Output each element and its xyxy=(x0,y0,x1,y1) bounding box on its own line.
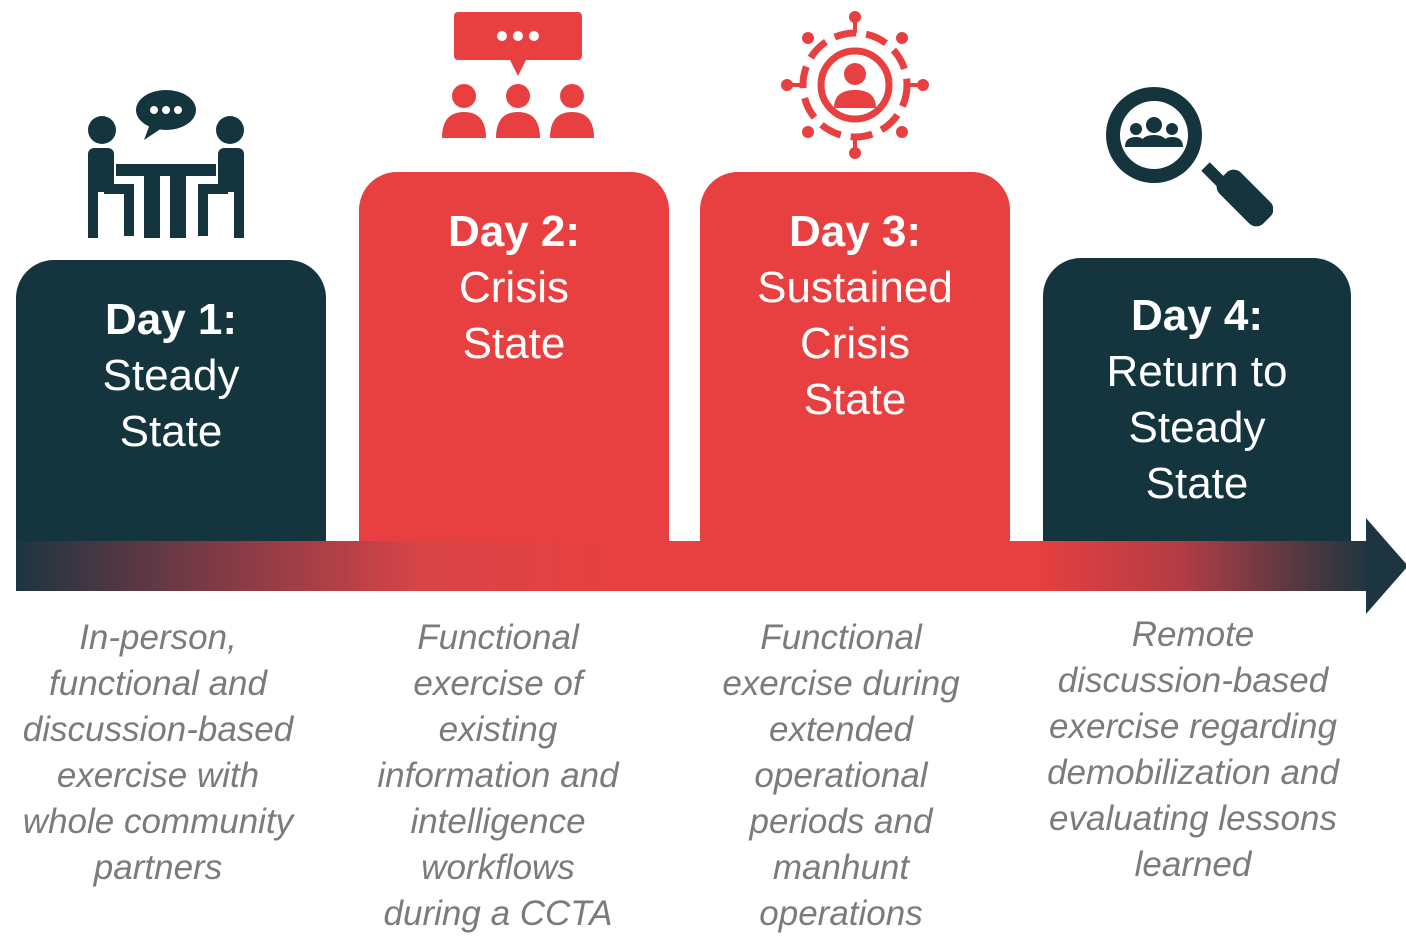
day-2-description: Functional exercise of existing informat… xyxy=(377,618,619,933)
day-3-card: Day 3: Sustained Crisis State xyxy=(700,172,1010,550)
day-4-description: Remote discussion-based exercise regardi… xyxy=(1047,615,1339,884)
day-3-description: Functional exercise during extended oper… xyxy=(722,618,960,933)
timeline-bar xyxy=(16,541,1371,591)
day-3-label: Day 3: xyxy=(788,207,922,256)
day-1-state: Steady State xyxy=(102,351,240,456)
audience-chat-icon xyxy=(442,12,594,138)
day-4-card: Day 4: Return to Steady State xyxy=(1043,258,1351,550)
day-2-card: Day 2: Crisis State xyxy=(359,172,669,550)
day-1-card: Day 1: Steady State xyxy=(16,260,326,550)
day-4-state: Return to Steady State xyxy=(1106,347,1288,508)
timeline-arrowhead xyxy=(1366,518,1406,614)
day-2-label: Day 2: xyxy=(447,207,581,256)
day-3-state: Sustained Crisis State xyxy=(757,263,953,424)
day-1-label: Day 1: xyxy=(104,295,238,344)
magnifier-group-icon xyxy=(1106,87,1273,227)
day-2-state: Crisis State xyxy=(459,263,569,368)
day-1-description: In-person, functional and discussion-bas… xyxy=(22,618,294,887)
meeting-table-icon xyxy=(88,90,244,238)
day-4-label: Day 4: xyxy=(1130,291,1264,340)
target-person-icon xyxy=(781,11,929,159)
